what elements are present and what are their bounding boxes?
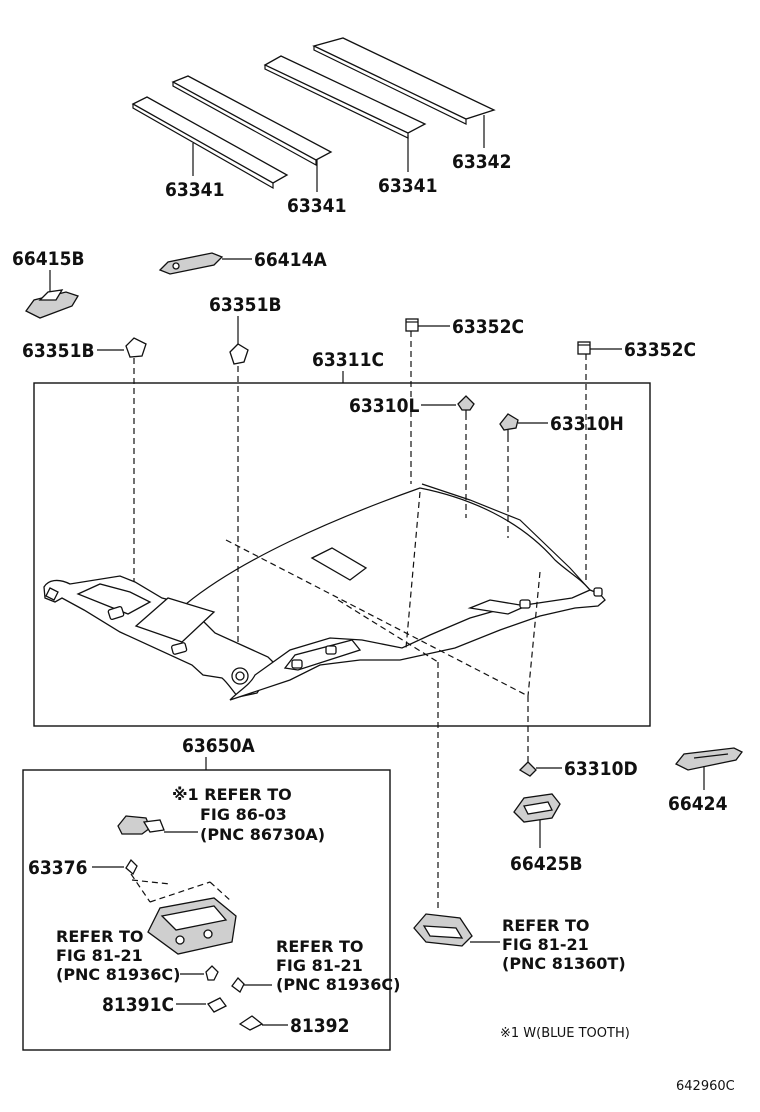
svg-text:(PNC 81936C): (PNC 81936C)	[56, 965, 180, 984]
label-63342: 63342	[452, 151, 511, 173]
label-63650A: 63650A	[182, 735, 255, 757]
label-63352C-b: 63352C	[624, 339, 696, 361]
lamp-81360T	[413, 913, 473, 947]
strip-63342	[312, 37, 496, 125]
headliner-63311C	[43, 483, 606, 701]
svg-text:REFER TO: REFER TO	[276, 937, 364, 956]
lens-81392	[238, 1015, 264, 1031]
label-63351B-top: 63351B	[209, 294, 282, 316]
cover-81391C	[207, 997, 227, 1013]
bulb-left	[205, 965, 219, 981]
label-63311C: 63311C	[312, 349, 384, 371]
ref-lamp-right: REFER TO FIG 81-21 (PNC 81360T)	[502, 916, 626, 973]
label-63341-a: 63341	[165, 179, 224, 201]
label-66425B: 66425B	[510, 853, 583, 875]
ref-lamp-mid: REFER TO FIG 81-21 (PNC 81936C)	[276, 937, 400, 994]
clip-63310D	[518, 761, 537, 777]
svg-text:※1 REFER TO: ※1 REFER TO	[172, 785, 292, 804]
label-63376: 63376	[28, 857, 87, 879]
ref-lamp-left: REFER TO FIG 81-21 (PNC 81936C)	[56, 927, 180, 984]
svg-text:(PNC 81936C): (PNC 81936C)	[276, 975, 400, 994]
label-63310D: 63310D	[564, 758, 638, 780]
holder-66415B	[25, 289, 79, 319]
strip-63341-mid	[171, 75, 333, 167]
footnote: ※1 W(BLUE TOOTH)	[500, 1026, 630, 1041]
svg-text:(PNC 86730A): (PNC 86730A)	[200, 825, 325, 844]
svg-text:(PNC 81360T): (PNC 81360T)	[502, 954, 626, 973]
clip-63310H	[499, 413, 519, 436]
holder-66414A	[158, 252, 224, 275]
holder-66425B	[513, 793, 561, 823]
clip-63352C-b	[577, 341, 591, 355]
label-63352C-a: 63352C	[452, 316, 524, 338]
label-81391C: 81391C	[102, 994, 174, 1016]
strip-63341-left	[131, 96, 289, 190]
svg-text:REFER TO: REFER TO	[502, 916, 590, 935]
map-lamp-assy	[147, 897, 237, 955]
clip-63351B-top	[229, 343, 249, 365]
map-lamp-box	[22, 769, 391, 1051]
svg-text:FIG 86-03: FIG 86-03	[200, 805, 287, 824]
label-63341-c: 63341	[378, 175, 437, 197]
svg-text:FIG 81-21: FIG 81-21	[56, 946, 143, 965]
label-63341-b: 63341	[287, 195, 346, 217]
ref-bluetooth: ※1 REFER TO FIG 86-03 (PNC 86730A)	[172, 785, 325, 844]
label-66415B: 66415B	[12, 248, 85, 270]
svg-text:FIG 81-21: FIG 81-21	[276, 956, 363, 975]
label-63351B-left: 63351B	[22, 340, 95, 362]
clip-63376	[125, 858, 138, 876]
headliner-frame	[33, 382, 651, 727]
clip-63352C-a	[405, 318, 419, 332]
holder-66424	[674, 747, 743, 771]
bluetooth-mic	[117, 815, 165, 835]
clip-63351B-left	[125, 337, 147, 358]
label-66424: 66424	[668, 793, 728, 815]
label-63310L: 63310L	[349, 395, 419, 417]
clip-63310L	[457, 395, 475, 414]
label-81392: 81392	[290, 1015, 349, 1037]
bulb-mid	[231, 977, 245, 993]
label-66414A: 66414A	[254, 249, 327, 271]
svg-text:REFER TO: REFER TO	[56, 927, 144, 946]
figure-code: 642960C	[676, 1079, 735, 1094]
svg-text:FIG 81-21: FIG 81-21	[502, 935, 589, 954]
label-63310H: 63310H	[550, 413, 624, 435]
